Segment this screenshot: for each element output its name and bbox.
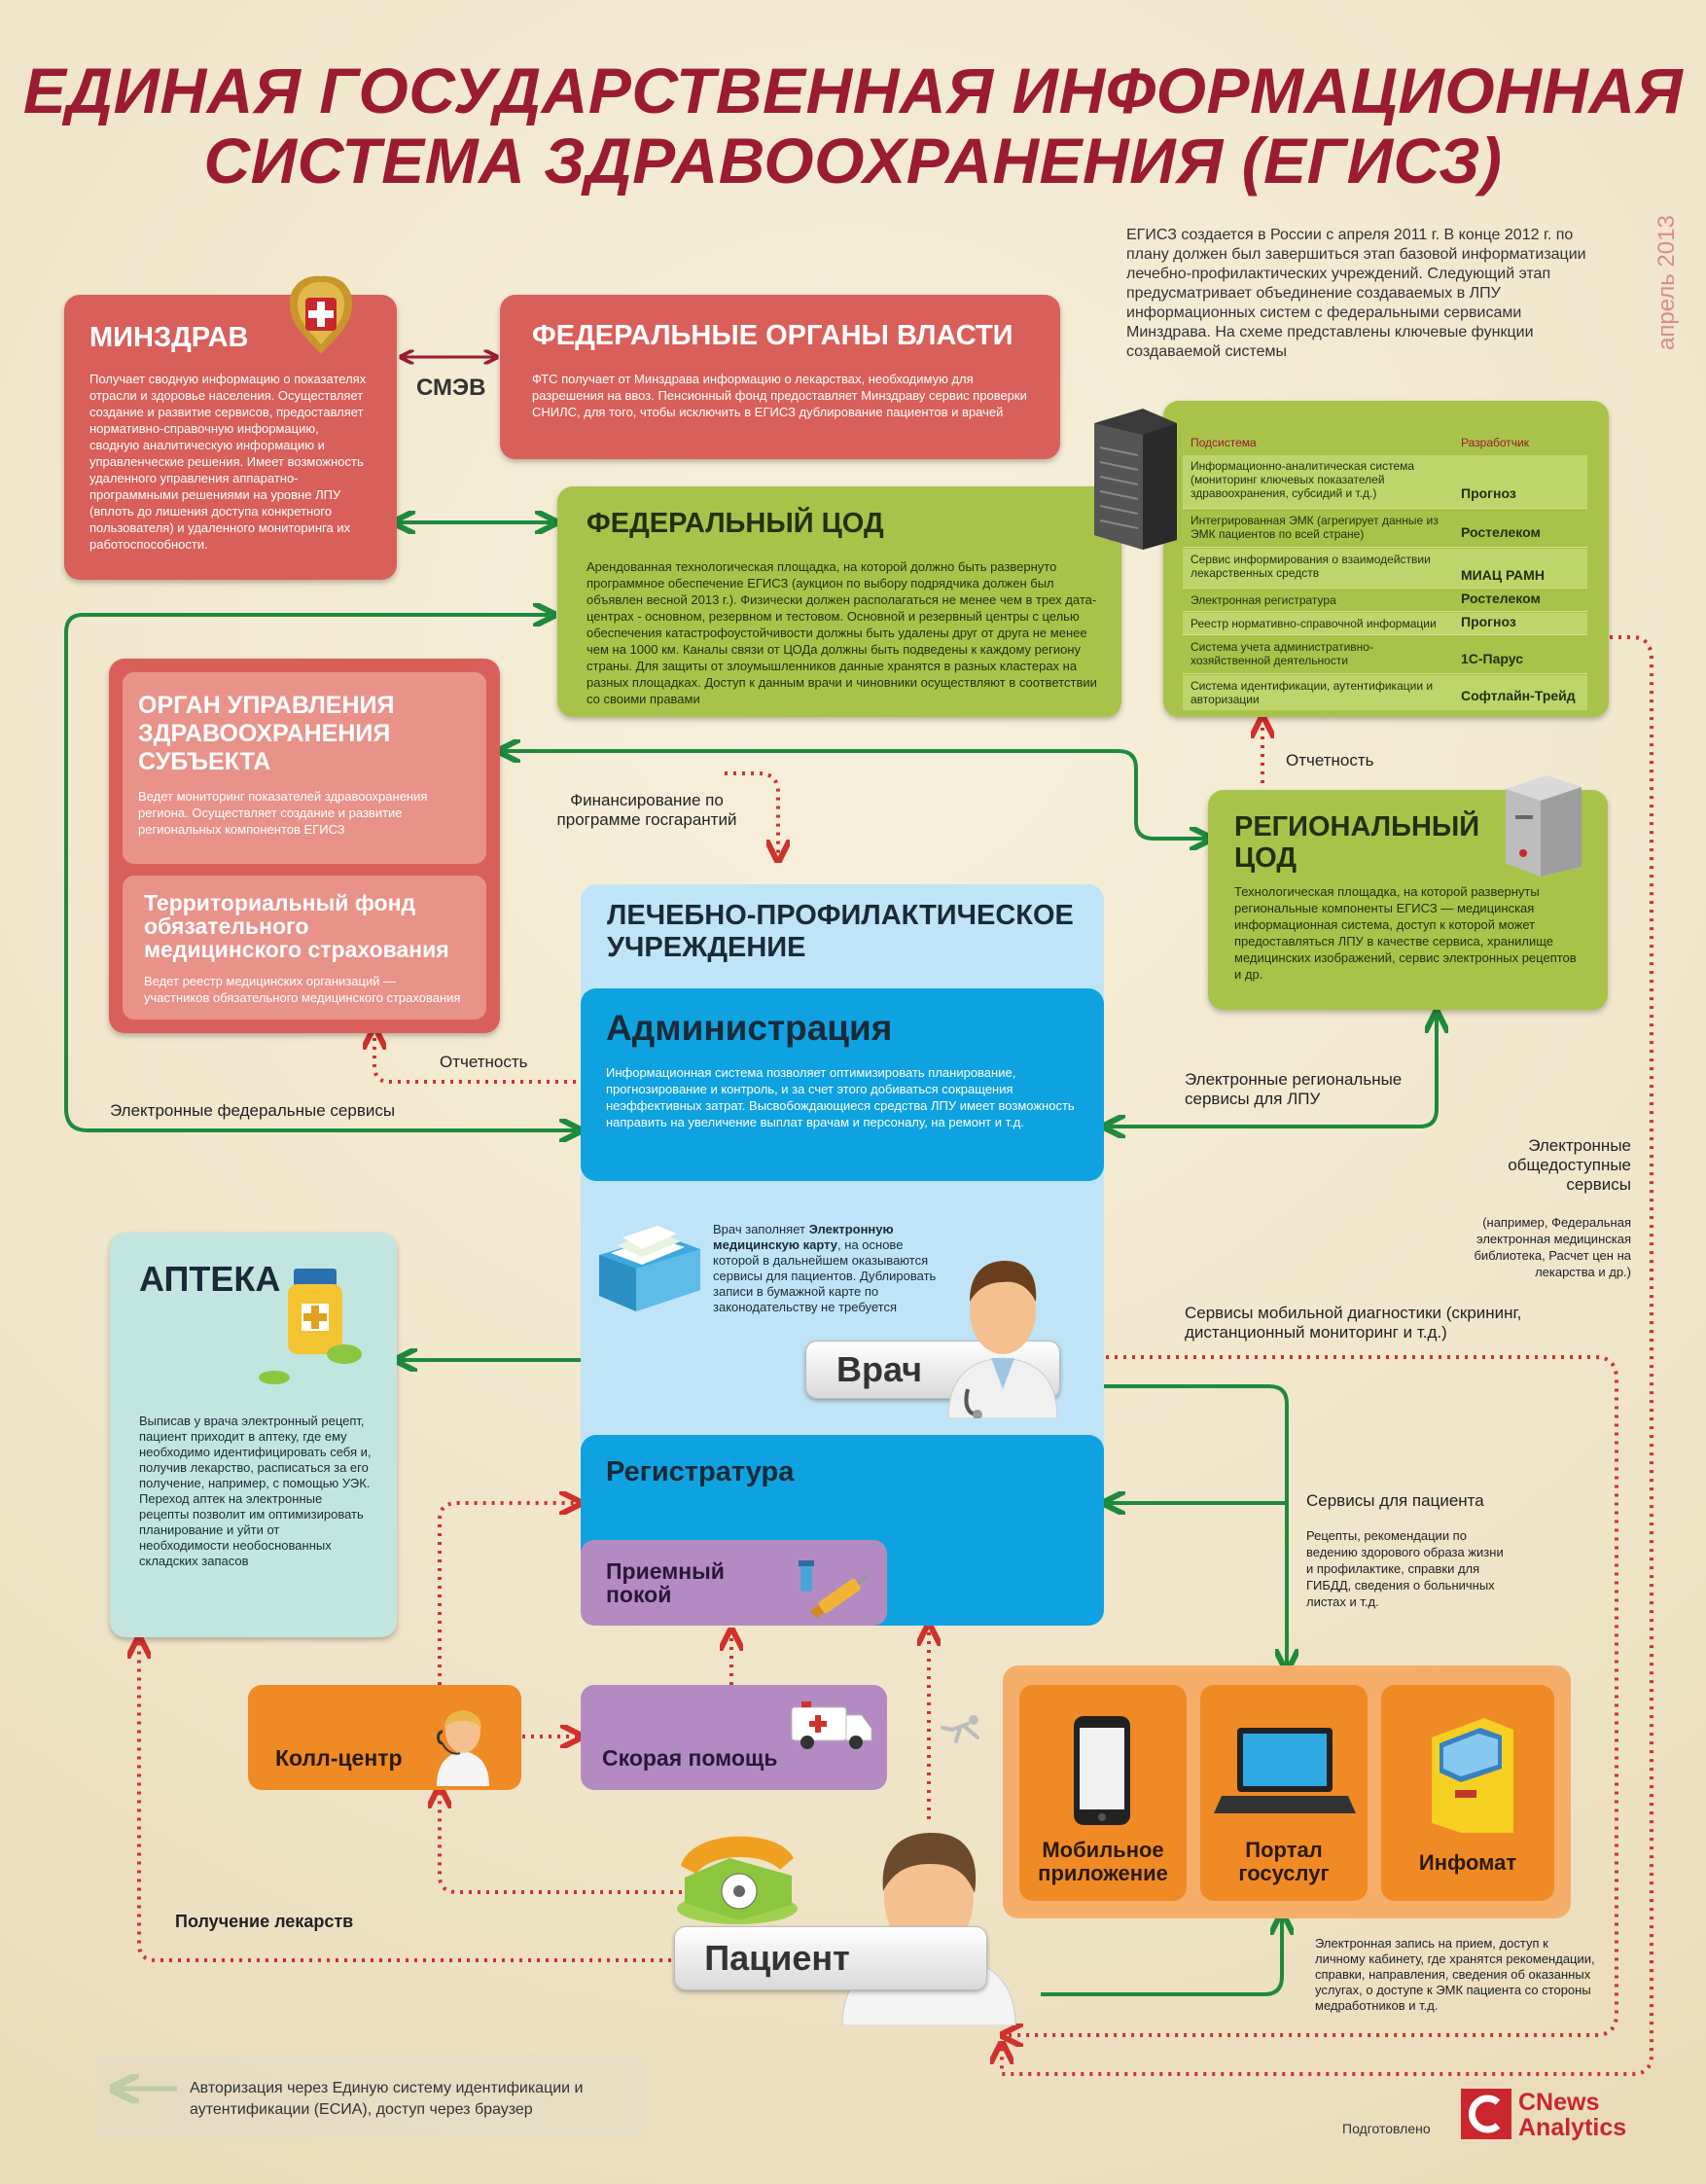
table-row: Интегрированная ЭМК (агрегирует данные и… bbox=[1183, 510, 1587, 548]
regional-cod-text: Технологическая площадка, на которой раз… bbox=[1234, 884, 1577, 982]
coat-of-arms-icon bbox=[289, 275, 353, 354]
smartphone-icon bbox=[1074, 1716, 1130, 1825]
admin-text: Информационная система позволяет оптимиз… bbox=[606, 1065, 1075, 1129]
person-icon bbox=[941, 1715, 979, 1743]
federal-authorities-box: ФЕДЕРАЛЬНЫЕ ОРГАНЫ ВЛАСТИ ФТС получает о… bbox=[500, 295, 1060, 459]
brand-name: CNews Analytics bbox=[1518, 2089, 1627, 2141]
minzdrav-text: Получает сводную информацию о показателя… bbox=[89, 372, 367, 552]
table-row: Сервис информирования о взаимодействии л… bbox=[1183, 549, 1587, 589]
legend-text: Авторизация через Единую систему идентиф… bbox=[190, 2080, 584, 2118]
federal-cod-text: Арендованная технологическая площадка, н… bbox=[586, 559, 1097, 706]
regional-services-label: Электронные региональные сервисы для ЛПУ bbox=[1185, 1070, 1403, 1108]
federal-cod-box: ФЕДЕРАЛЬНЫЙ ЦОД Арендованная технологиче… bbox=[557, 486, 1121, 717]
public-services-title: Электронные общедоступные сервисы bbox=[1508, 1136, 1631, 1194]
pharmacy-text: Выписав у врача электронный рецепт, паци… bbox=[139, 1414, 372, 1568]
federal-services-line bbox=[64, 615, 576, 1130]
kiosk-icon bbox=[1432, 1718, 1513, 1833]
table-row: Информационно-аналитическая система (мон… bbox=[1183, 455, 1587, 509]
admin-box: Администрация Информационная система поз… bbox=[581, 988, 1104, 1181]
registry-title: Регистратура bbox=[606, 1456, 795, 1487]
minzdrav-title: МИНЗДРАВ bbox=[89, 322, 249, 353]
federal-authorities-text: ФТС получает от Минздрава информацию о л… bbox=[532, 372, 1027, 419]
mobile-app-label: Мобильное приложение bbox=[1038, 1838, 1168, 1885]
page-title-line1: ЕДИНАЯ ГОСУДАРСТВЕННАЯ ИНФОРМАЦИОННАЯ bbox=[22, 54, 1684, 126]
organ-title: ОРГАН УПРАВЛЕНИЯ ЗДРАВООХРАНЕНИЯ СУБЪЕКТ… bbox=[138, 692, 395, 775]
subsystems-col2-header: Разработчик bbox=[1461, 436, 1529, 449]
operator-icon bbox=[437, 1710, 489, 1786]
page-title-line2: СИСТЕМА ЗДРАВООХРАНЕНИЯ (ЕГИСЗ) bbox=[203, 125, 1503, 197]
lpu-title: ЛЕЧЕБНО-ПРОФИЛАКТИЧЕСКОЕ УЧРЕЖДЕНИЕ bbox=[607, 900, 1074, 963]
infomat-box[interactable]: Инфомат bbox=[1381, 1685, 1554, 1901]
reporting-left-label: Отчетность bbox=[440, 1053, 528, 1071]
pharmacy-title: АПТЕКА bbox=[139, 1259, 281, 1299]
organ-text: Ведет мониторинг показателей здравоохран… bbox=[138, 789, 428, 837]
federal-cod-title: ФЕДЕРАЛЬНЫЙ ЦОД bbox=[586, 508, 884, 539]
medicine-bottle-icon bbox=[259, 1269, 362, 1384]
ambulance-box[interactable]: Скорая помощь bbox=[581, 1685, 887, 1790]
table-row: Электронная регистратура Ростелеком bbox=[1183, 590, 1587, 612]
call-center-label: Колл-центр bbox=[275, 1745, 403, 1771]
doctor-note: Врач заполняет Электронную медицинскую к… bbox=[713, 1222, 937, 1314]
portal-label: Портал госуслуг bbox=[1238, 1838, 1330, 1885]
fund-title: Территориальный фонд обязательного медиц… bbox=[144, 890, 449, 962]
reception-title: Приемный покой bbox=[606, 1558, 725, 1607]
server-icon bbox=[1506, 775, 1582, 877]
card-file-icon bbox=[599, 1226, 700, 1311]
legend-box: Авторизация через Единую систему идентиф… bbox=[97, 2055, 647, 2138]
ambulance-icon bbox=[791, 1701, 872, 1749]
smev-label: СМЭВ bbox=[416, 375, 486, 401]
table-row: Реестр нормативно-справочной информации … bbox=[1183, 613, 1587, 635]
telephone-icon bbox=[677, 1836, 798, 1924]
subsystems-col1-header: Подсистема bbox=[1191, 436, 1257, 449]
reporting-top-label: Отчетность bbox=[1286, 751, 1374, 770]
e-record-text: Электронная запись на прием, доступ к ли… bbox=[1315, 1936, 1595, 2013]
mobile-app-box[interactable]: Мобильное приложение bbox=[1019, 1685, 1187, 1901]
patient-icon bbox=[841, 1833, 1016, 2025]
laptop-icon bbox=[1214, 1728, 1356, 1813]
mobile-diagnostics-label: Сервисы мобильной диагностики (скрининг,… bbox=[1185, 1304, 1522, 1342]
subsystems-table: Подсистема Разработчик Информационно-ана… bbox=[1163, 401, 1609, 717]
table-row: Система идентификации, аутентификации и … bbox=[1183, 675, 1587, 710]
cnews-logo-icon bbox=[1461, 2089, 1511, 2139]
organ-box: ОРГАН УПРАВЛЕНИЯ ЗДРАВООХРАНЕНИЯ СУБЪЕКТ… bbox=[109, 659, 500, 1033]
patient-services-title: Сервисы для пациента bbox=[1306, 1491, 1484, 1510]
drugs-label: Получение лекарств bbox=[175, 1912, 354, 1931]
regional-cod-title: РЕГИОНАЛЬНЫЙ ЦОД bbox=[1234, 811, 1480, 874]
portal-box[interactable]: Портал госуслуг bbox=[1200, 1685, 1368, 1901]
infomat-label: Инфомат bbox=[1418, 1850, 1517, 1875]
minzdrav-box: МИНЗДРАВ Получает сводную информацию о п… bbox=[64, 295, 397, 580]
fund-text: Ведет реестр медицинских организаций — у… bbox=[144, 974, 461, 1005]
pharmacy-box: АПТЕКА Выписав у врача электронный рецеп… bbox=[110, 1233, 397, 1637]
server-rack-icon bbox=[1094, 409, 1177, 550]
federal-authorities-title: ФЕДЕРАЛЬНЫЕ ОРГАНЫ ВЛАСТИ bbox=[532, 320, 1013, 351]
date-label: апрель 2013 bbox=[1653, 215, 1680, 350]
patient-label: Пациент bbox=[674, 1926, 987, 1990]
doctor-icon bbox=[947, 1261, 1058, 1418]
prepared-label: Подготовлено bbox=[1342, 2121, 1431, 2136]
reception-box: Приемный покой bbox=[581, 1540, 887, 1626]
financing-label: Финансирование по программе госгарантий bbox=[556, 791, 737, 829]
public-services-note: (например, Федеральная электронная медиц… bbox=[1474, 1215, 1631, 1279]
table-row: Система учета административно-хозяйствен… bbox=[1183, 636, 1587, 674]
ambulance-label: Скорая помощь bbox=[602, 1745, 778, 1771]
intro-text: ЕГИСЗ создается в России с апреля 2011 г… bbox=[1126, 227, 1586, 360]
syringe-icon bbox=[799, 1560, 869, 1619]
admin-title: Администрация bbox=[606, 1008, 893, 1048]
patient-services-text: Рецепты, рекомендации по ведению здорово… bbox=[1306, 1528, 1504, 1609]
federal-services-label: Электронные федеральные сервисы bbox=[110, 1101, 396, 1120]
